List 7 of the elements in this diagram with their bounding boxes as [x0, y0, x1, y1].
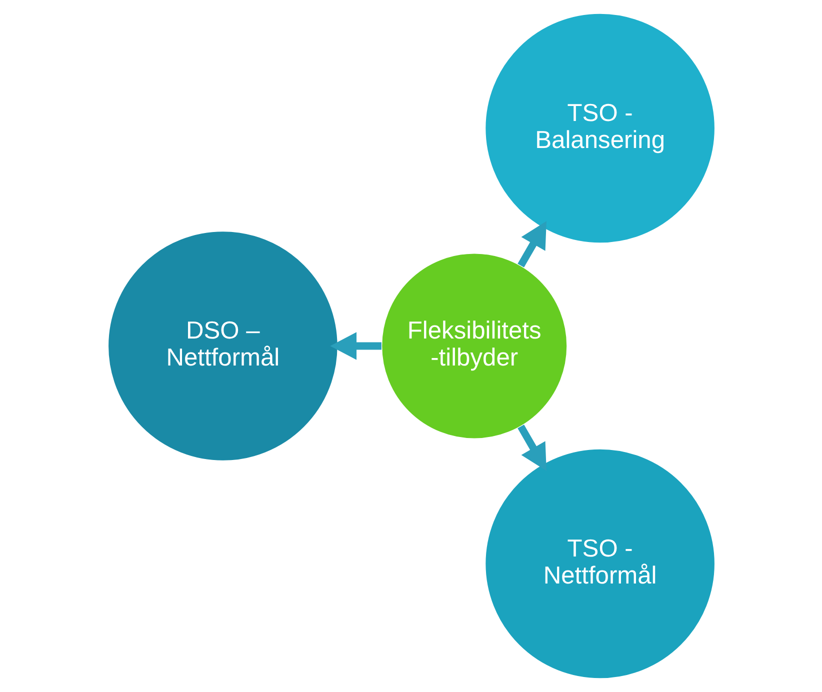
arrow: [517, 424, 546, 471]
node-circle: DSO – Nettformål: [106, 230, 338, 462]
arrow: [330, 332, 381, 360]
node-circle: Fleksibilitets -tilbyder: [380, 252, 568, 440]
node-circle: TSO - Balansering: [484, 12, 716, 244]
node-circle: TSO - Nettformål: [484, 448, 716, 680]
arrow: [517, 221, 546, 268]
